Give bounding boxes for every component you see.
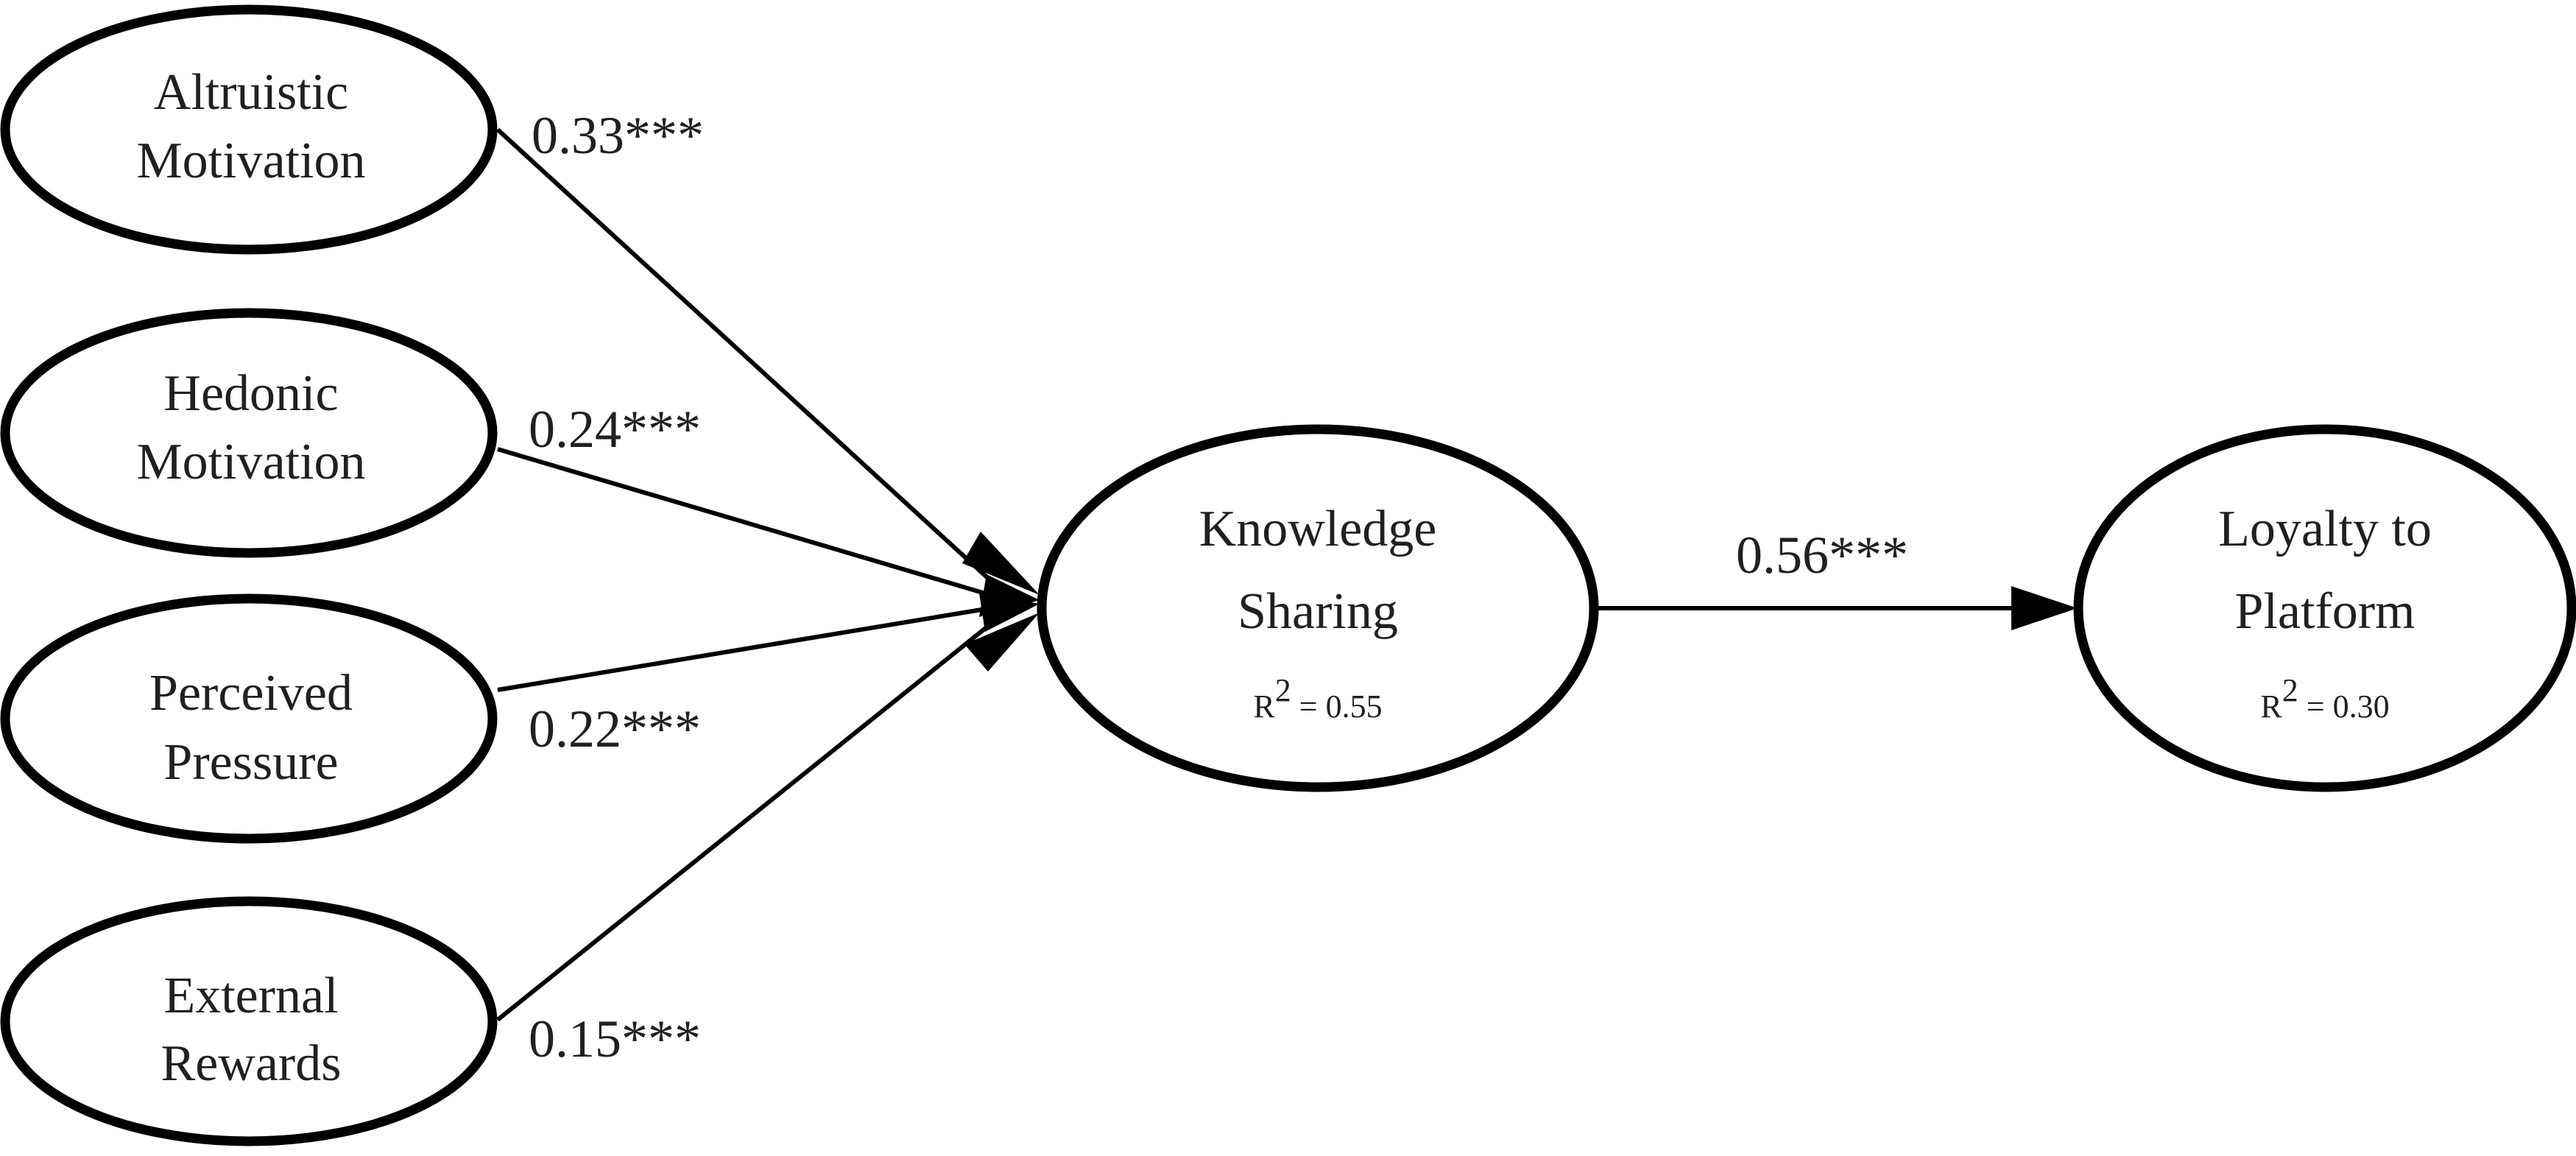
node-knowledge-label-2: Sharing: [1238, 583, 1398, 640]
edge-rewards-to-knowledge: [496, 622, 992, 1022]
node-loyalty-label-1: Loyalty to: [2218, 501, 2432, 557]
coef-altruistic: 0.33***: [532, 106, 704, 165]
edge-hedonic-to-knowledge: [497, 447, 991, 597]
coef-hedonic: 0.24***: [529, 400, 701, 459]
node-rewards-label-1: External: [163, 968, 338, 1024]
coef-pressure: 0.22***: [529, 699, 701, 758]
coef-rewards: 0.15***: [529, 1009, 701, 1068]
r2-value: = 0.55: [1291, 688, 1383, 725]
edge-altruistic-to-knowledge: [495, 127, 992, 582]
node-pressure-label-2: Pressure: [163, 734, 338, 791]
node-altruistic-label-1: Altruistic: [154, 64, 348, 121]
node-perceived-pressure: [0, 593, 498, 844]
node-knowledge-sharing: [1037, 424, 1599, 792]
node-altruistic-label-2: Motivation: [136, 133, 365, 189]
r2-superscript: 2: [2282, 672, 2298, 708]
node-knowledge-label-1: Knowledge: [1199, 501, 1437, 557]
r2-superscript: 2: [1275, 672, 1291, 708]
arrow-head-rewards: [964, 613, 1040, 672]
r2-label: R: [1253, 688, 1275, 725]
node-altruistic-motivation: [0, 4, 498, 255]
node-rewards-label-2: Rewards: [161, 1035, 342, 1092]
node-loyalty-r2: R2 = 0.30: [2260, 672, 2389, 725]
node-pressure-label-1: Perceived: [149, 665, 353, 722]
node-loyalty-label-2: Platform: [2235, 583, 2416, 640]
node-hedonic-label-2: Motivation: [136, 434, 365, 490]
node-loyalty-to-platform: [2073, 424, 2576, 792]
edge-pressure-to-knowledge: [497, 606, 991, 692]
arrow-head-altruistic: [962, 532, 1040, 595]
node-hedonic-label-1: Hedonic: [163, 365, 338, 422]
coef-knowledge-loyalty: 0.56***: [1736, 526, 1908, 585]
node-hedonic-motivation: [0, 308, 498, 558]
node-external-rewards: [0, 896, 498, 1146]
r2-value: = 0.30: [2298, 688, 2390, 725]
r2-label: R: [2260, 688, 2282, 725]
arrow-head-loyalty: [2011, 586, 2078, 630]
node-knowledge-r2: R2 = 0.55: [1253, 672, 1382, 725]
arrow-head-pressure: [979, 593, 1040, 632]
